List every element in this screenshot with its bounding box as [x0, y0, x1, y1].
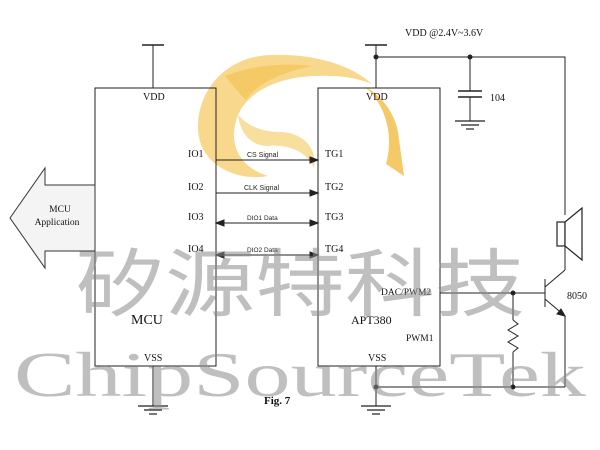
mcu-io3-label: IO3	[188, 212, 204, 223]
npn-transistor-icon	[544, 269, 567, 317]
figure-caption: Fig. 7	[264, 395, 291, 407]
clk-signal-label: CLK Signal	[244, 185, 279, 192]
mcu-io4-label: IO4	[188, 244, 204, 255]
apt-pwm1-label: PWM1	[406, 334, 434, 344]
ground-junction-dot-resistor	[510, 384, 516, 390]
transistor-label: 8050	[567, 291, 587, 302]
apt-tg4-label: TG4	[325, 244, 343, 255]
chipsourcetek-logo-icon	[197, 54, 404, 178]
mcu-ground-icon	[138, 405, 168, 415]
cap-ground-icon	[455, 120, 485, 130]
apt-tg1-label: TG1	[325, 149, 343, 160]
apt-dac-label: DAC/PWM2	[381, 288, 431, 298]
apt-ground-icon	[361, 405, 391, 415]
mcu-application-arrow	[9, 166, 96, 270]
dio1-signal-label: DIO1 Data	[247, 215, 278, 222]
mcu-io2-label: IO2	[188, 182, 204, 193]
apt380-block	[317, 87, 441, 367]
capacitor-value-label: 104	[490, 93, 505, 104]
dio2-signal-label: DIO2 Data	[247, 247, 278, 254]
watermark-english-text: ChipSourceTek	[14, 339, 586, 410]
vdd-supply-rail	[376, 56, 566, 215]
cs-arrowhead	[309, 156, 320, 164]
dio2-arrowhead-left	[214, 251, 225, 259]
mcu-vdd-label: VDD	[143, 92, 165, 103]
arrow-label-line2: Application	[35, 218, 80, 228]
dio2-arrowhead-right	[309, 251, 320, 259]
dio1-arrowhead-right	[309, 219, 320, 227]
watermark-chinese-text: 矽源特科技	[75, 242, 525, 328]
speaker-icon	[556, 206, 583, 262]
mcu-io1-label: IO1	[188, 149, 204, 160]
mcu-vss-label: VSS	[144, 353, 162, 364]
apt-vdd-label: VDD	[366, 92, 388, 103]
vdd-junction-dot	[373, 54, 379, 60]
dio1-arrowhead-left	[214, 219, 225, 227]
resistor-icon	[507, 319, 519, 353]
arrow-label-line1: MCU	[49, 205, 71, 215]
apt-tg2-label: TG2	[325, 182, 343, 193]
power-supply-label: VDD @2.4V~3.6V	[405, 28, 484, 39]
apt-vss-label: VSS	[368, 353, 386, 364]
mcu-name-label: MCU	[131, 313, 163, 328]
apt-tg3-label: TG3	[325, 212, 343, 223]
clk-arrowhead	[309, 189, 320, 197]
apt-name-label: APT380	[351, 313, 392, 327]
cs-signal-label: CS Signal	[247, 152, 279, 159]
